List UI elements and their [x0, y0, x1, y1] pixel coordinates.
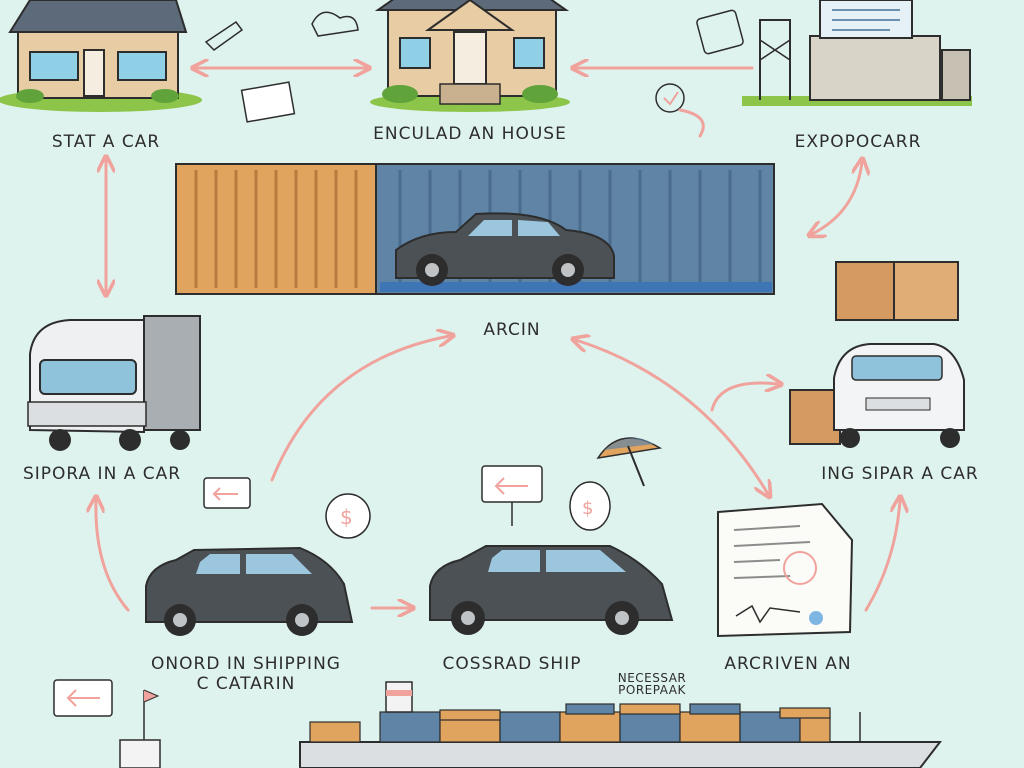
dollar-bubble-small-icon: $ — [569, 481, 611, 531]
label-cross: COSSRAD SHIP — [442, 654, 582, 674]
label-truck: SIPORA IN A CAR — [22, 464, 182, 484]
label-onboard-line1: ONORD IN SHIPPING — [151, 654, 341, 674]
label-necessary: NECESSAR POREPAAK — [618, 672, 687, 696]
ship-icon — [119, 681, 943, 768]
label-carrier: ARCIN — [483, 320, 541, 340]
label-export: EXPOPOCARR — [794, 132, 922, 152]
cloud-tag-icon — [311, 11, 359, 37]
box-icon — [789, 261, 959, 445]
label-onboard-line2: C CATARIN — [196, 674, 296, 694]
arrow-truck-left-car — [96, 500, 130, 612]
arrow-document-white-car — [864, 500, 900, 612]
white-car-icon — [833, 343, 965, 448]
export-building-icon — [742, 0, 972, 106]
sign-center-icon — [481, 465, 543, 526]
left-car-icon — [145, 546, 354, 636]
label-necessary-line2: POREPAAK — [618, 683, 686, 697]
label-white-car: ING SIPAR A CAR — [821, 464, 979, 484]
check-mark-icon — [655, 83, 685, 113]
label-necessary-line1: NECESSAR — [617, 671, 687, 685]
dollar-bubble-icon: $ — [325, 493, 371, 539]
center-house-icon — [370, 0, 570, 112]
label-start: STAT A CAR — [51, 132, 161, 152]
sign-bottom-left-icon — [53, 679, 113, 717]
svg-text:$: $ — [582, 498, 593, 519]
ticket-icon — [240, 81, 296, 123]
label-house: ENCULAD AN HOUSE — [373, 124, 567, 144]
umbrella-icon — [596, 437, 663, 487]
start-house-icon — [0, 0, 202, 112]
arrow-to-white-car — [710, 383, 778, 412]
car-in-container-icon — [395, 212, 615, 286]
arrow-to-carrier — [270, 336, 450, 482]
arrow-export-container — [812, 162, 862, 234]
tag-icon — [696, 9, 744, 55]
truck-icon — [27, 315, 201, 451]
label-onboard: ONORD IN SHIPPING C CATARIN — [151, 654, 341, 694]
right-car-icon — [429, 545, 674, 635]
arrow-check-loop — [678, 108, 705, 138]
document-icon — [717, 502, 854, 638]
arrow-carrier-document — [576, 340, 768, 494]
plane-icon — [204, 20, 244, 51]
svg-text:$: $ — [340, 505, 353, 529]
label-archive: ARCRIVEN AN — [724, 654, 852, 674]
sign-left-icon — [203, 477, 251, 509]
